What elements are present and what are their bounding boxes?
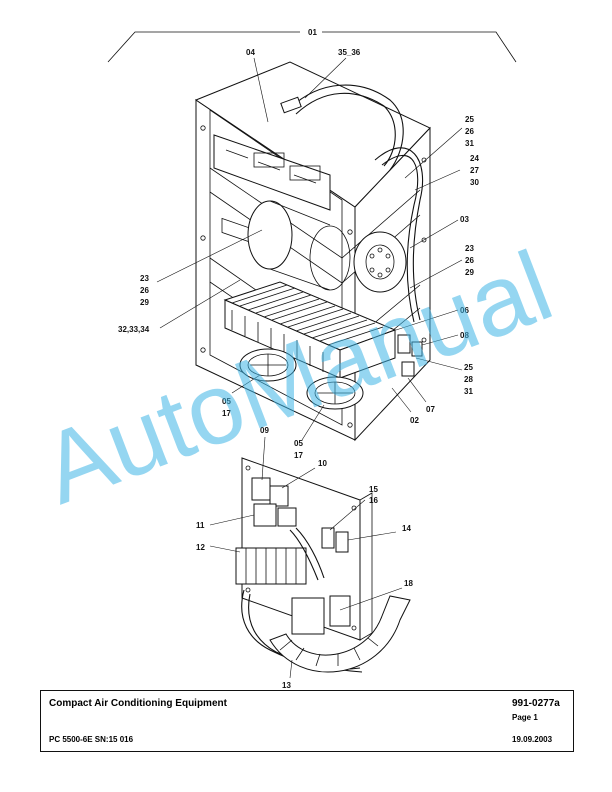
valves [397, 334, 423, 377]
callout-24: 24 [470, 154, 479, 163]
callout-17a: 17 [222, 409, 231, 418]
callout-14: 14 [402, 524, 411, 533]
callout-31b: 31 [464, 387, 473, 396]
callout-10: 10 [318, 459, 327, 468]
callout-23b: 23 [140, 274, 149, 283]
electrical-panel [235, 457, 411, 673]
document-number: 991-0277a [512, 698, 560, 709]
page-number: Page 1 [512, 713, 538, 722]
hoses [280, 84, 424, 323]
callout-29b: 29 [140, 298, 149, 307]
callout-26c: 26 [140, 286, 149, 295]
callout-13: 13 [282, 681, 291, 690]
callout-18: 18 [404, 579, 413, 588]
callout-02: 02 [410, 416, 419, 425]
callout-12: 12 [196, 543, 205, 552]
callout-23a: 23 [465, 244, 474, 253]
leader-lines [156, 57, 463, 679]
callout-05a: 05 [222, 397, 231, 406]
title-block: Compact Air Conditioning Equipment 991-0… [40, 690, 574, 752]
callout-01: 01 [308, 28, 317, 37]
callout-07: 07 [426, 405, 435, 414]
condenser-coil [223, 281, 397, 379]
callout-09: 09 [260, 426, 269, 435]
callout-04: 04 [246, 48, 255, 57]
callout-06: 06 [460, 306, 469, 315]
callout-25a: 25 [465, 115, 474, 124]
document-title: Compact Air Conditioning Equipment [49, 698, 227, 709]
fan-motor [353, 231, 407, 293]
callout-32-33-34: 32,33,34 [118, 325, 150, 334]
callout-27: 27 [470, 166, 479, 175]
callout-35-36: 35_36 [338, 48, 361, 57]
machine-model: PC 5500-6E SN:15 016 [49, 735, 134, 744]
callout-16: 16 [369, 496, 378, 505]
callouts: 01 04 35_36 25 26 31 24 27 30 03 23 26 2… [118, 28, 479, 690]
callout-17b: 17 [294, 451, 303, 460]
callout-26b: 26 [465, 256, 474, 265]
fans [239, 348, 364, 410]
callout-28: 28 [464, 375, 473, 384]
callout-08: 08 [460, 331, 469, 340]
callout-05b: 05 [294, 439, 303, 448]
document-date: 19.09.2003 [512, 735, 553, 744]
callout-03: 03 [460, 215, 469, 224]
callout-31a: 31 [465, 139, 474, 148]
assembly-bracket [107, 31, 517, 63]
callout-15: 15 [369, 485, 378, 494]
callout-29a: 29 [465, 268, 474, 277]
callout-11: 11 [196, 521, 205, 530]
callout-25b: 25 [464, 363, 473, 372]
callout-26a: 26 [465, 127, 474, 136]
blower-drum [247, 200, 351, 291]
callout-30: 30 [470, 178, 479, 187]
